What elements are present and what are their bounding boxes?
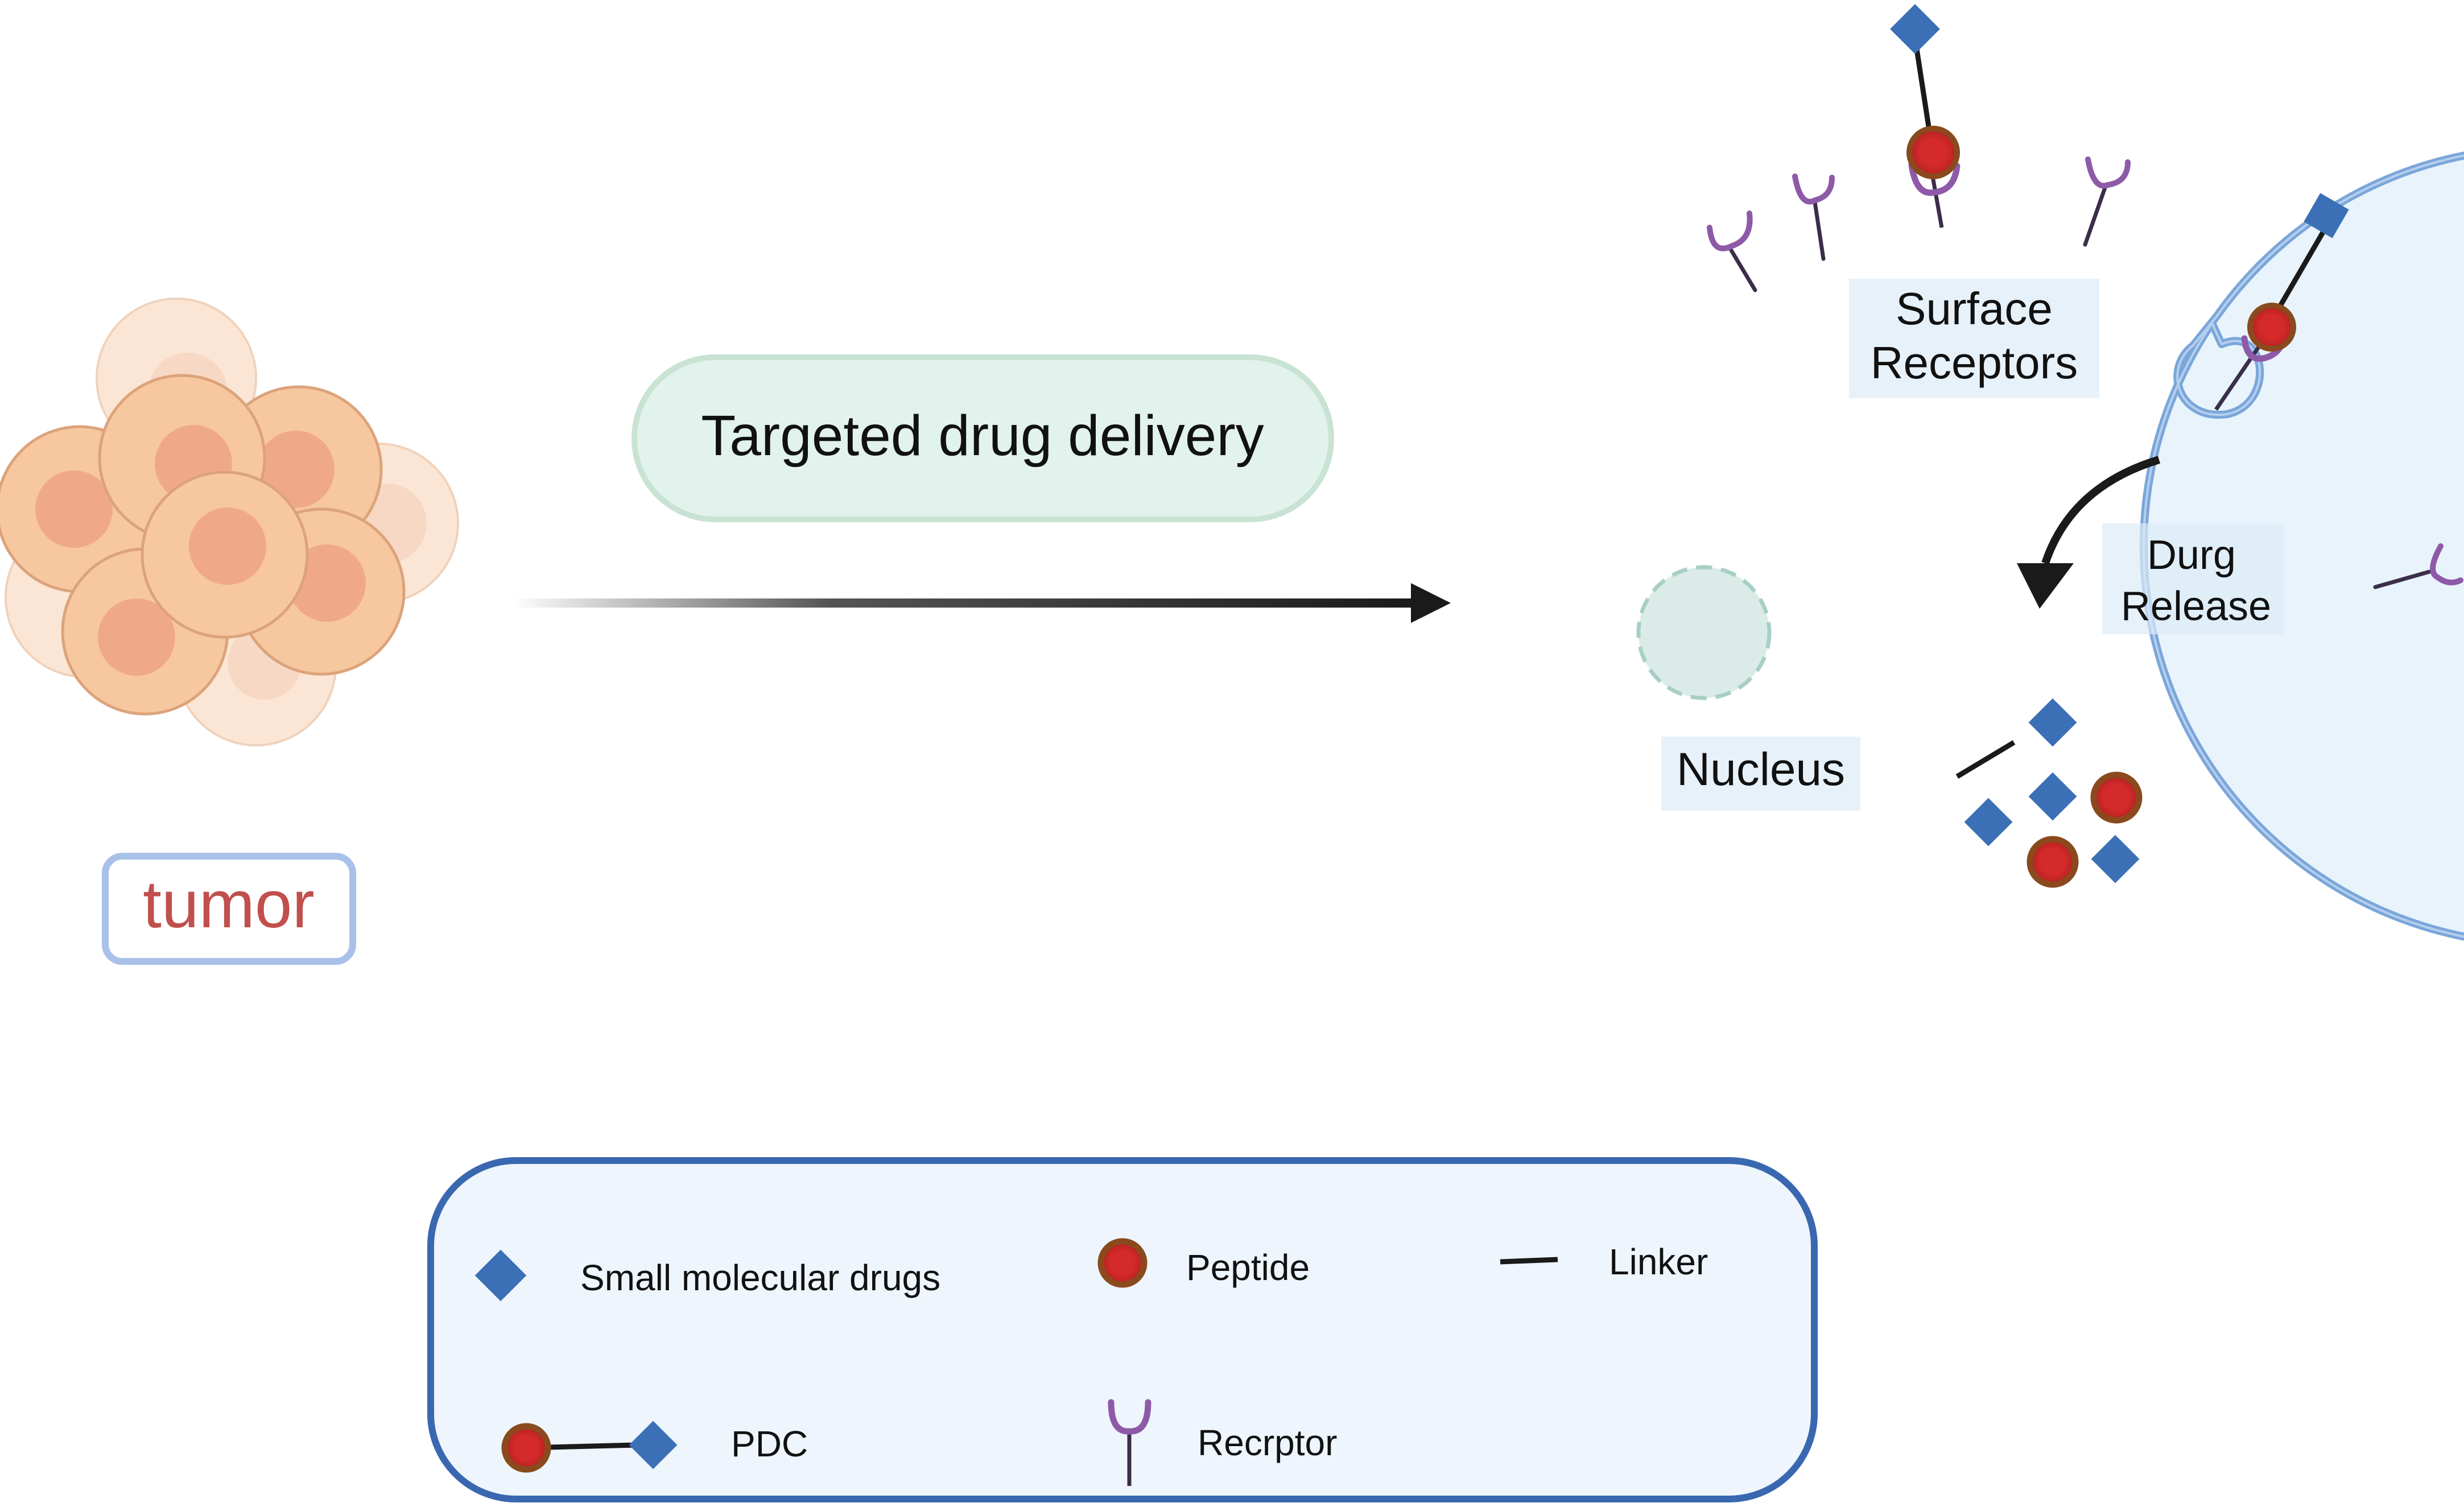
legend-item-linker: Linker (1500, 1241, 1708, 1282)
delivery-label: Targeted drug delivery (701, 404, 1264, 468)
pdc-icon (501, 1421, 678, 1473)
delivery-arrow (512, 583, 1451, 623)
surface-label-line1: Surface (1896, 283, 2053, 334)
receptor-icon (2373, 543, 2463, 589)
receptor-icon (2083, 156, 2131, 247)
delivery-label-box: Targeted drug delivery (632, 354, 1334, 522)
receptor-icon (1792, 174, 1835, 261)
line-icon (1500, 1257, 1558, 1265)
legend-item-pdc: PDC (501, 1421, 808, 1473)
release-label-line1: Durg (2147, 532, 2236, 578)
drug-release-label: Durg Release (2102, 523, 2284, 634)
circle-icon (1097, 1238, 1148, 1288)
nucleus (1636, 565, 1772, 700)
tumor-cluster (0, 298, 459, 746)
legend-item-receptor: Recrptor (1108, 1399, 1337, 1486)
nucleus-label-box: Nucleus (1661, 737, 1860, 811)
target-cell (2140, 151, 2464, 941)
legend-label-linker: Linker (1609, 1241, 1708, 1282)
legend-label-drug: Small molecular drugs (580, 1257, 940, 1298)
receptor-icon (1707, 210, 1757, 292)
tumor-label: tumor (143, 867, 315, 942)
pdc-entering (2214, 193, 2349, 411)
nucleus-label: Nucleus (1677, 744, 1845, 795)
legend-item-drug: Small molecular drugs (474, 1249, 940, 1302)
pdc-top (1890, 4, 1961, 228)
legend-label-receptor: Recrptor (1198, 1422, 1337, 1463)
surface-receptors-label: Surface Receptors (1849, 279, 2099, 398)
tumor-label-box: tumor (102, 853, 356, 965)
legend-item-peptide: Peptide (1097, 1238, 1310, 1288)
release-arrow (2017, 456, 2161, 609)
release-label-line2: Release (2121, 584, 2271, 629)
released-fragments (1955, 698, 2143, 888)
legend-label-peptide: Peptide (1186, 1247, 1310, 1288)
legend: Small molecular drugs Peptide Linker PDC (427, 1157, 1818, 1502)
legend-label-pdc: PDC (731, 1423, 808, 1464)
receptor-icon (1108, 1399, 1151, 1486)
surface-label-line2: Receptors (1871, 337, 2078, 388)
